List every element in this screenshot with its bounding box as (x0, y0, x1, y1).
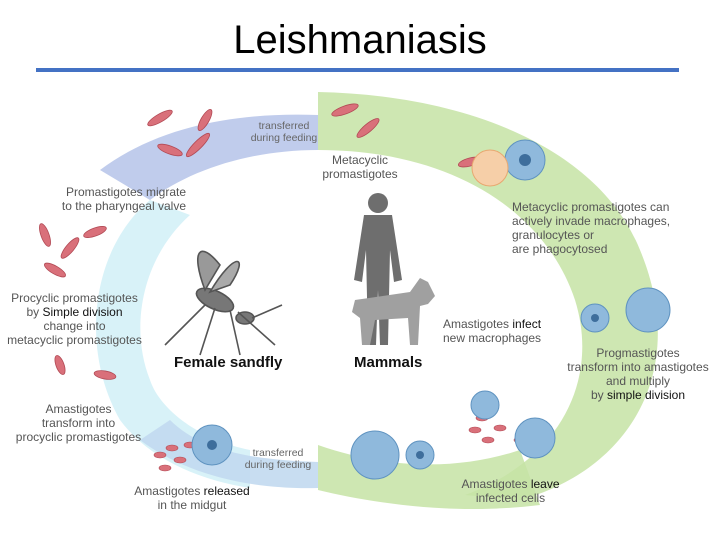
label-procyclic-promastigotes: Procyclic promastigotes by Simple divisi… (7, 291, 142, 347)
granulocyte-cell (471, 149, 509, 187)
dog-silhouette (352, 278, 435, 345)
sandfly-silhouette (164, 250, 283, 356)
label-amastigotes-leave: Amastigotes leave infected cells (461, 477, 560, 505)
promastigotes-left (39, 223, 117, 380)
cyan-band-left (96, 200, 250, 488)
human-silhouette (354, 193, 402, 345)
label-mammals: Mammals (354, 354, 423, 371)
green-arc-band (318, 92, 658, 500)
title-underline (36, 68, 679, 72)
label-female-sandfly: Female sandfly (174, 354, 283, 371)
blue-band-top (100, 114, 318, 200)
label-amastigotes-infect: Amastigotes infect new macrophages (443, 317, 542, 345)
label-amastigotes-released: Amastigotes released in the midgut (134, 484, 250, 512)
page-title: Leishmaniasis (233, 18, 487, 62)
cell-nuclei (207, 154, 599, 459)
